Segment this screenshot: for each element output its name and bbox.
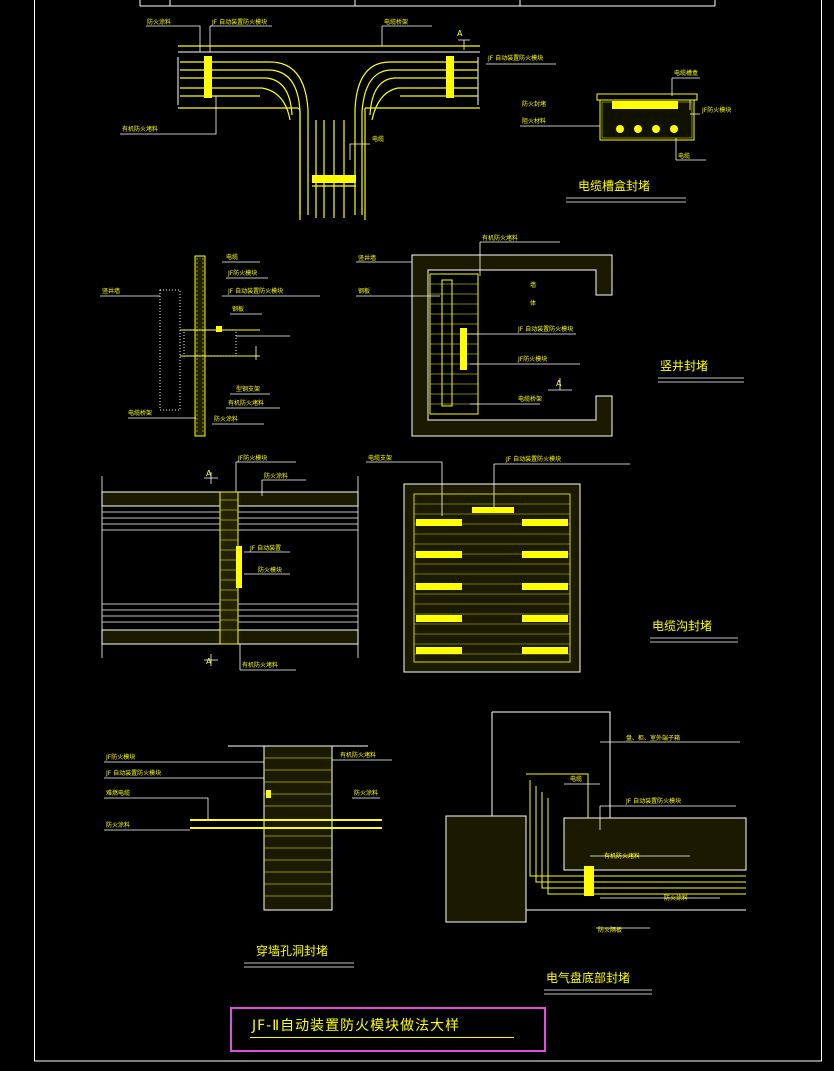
tray-label-cable: 电缆 (372, 135, 384, 143)
tray-label-fire-material: 防火涂料 (147, 18, 171, 26)
shaft-plan-label-steel: 钢板 (358, 287, 370, 295)
wall-hole-detail: JF防火模块 JF 自动装置防火模块 难燃电缆 防火涂料 有机防火堵料 防火涂料… (104, 745, 392, 968)
shaft-plan-label-side-2: 体 (530, 299, 536, 307)
trench-label-bottom: 有机防火堵料 (242, 661, 278, 669)
wall-hole-label-4: 防火涂料 (106, 821, 130, 829)
shaft-label-paint: 防火涂料 (214, 415, 238, 423)
trough-label-fill-2: 阻火材料 (522, 117, 546, 125)
trench-plan-caption: 电缆沟封堵 (652, 619, 712, 633)
panel-label-board: 防火隔板 (598, 926, 622, 934)
trench-label-top: JF防火模块 (237, 454, 267, 462)
shaft-label-shaft: 竖井墙 (102, 287, 120, 295)
shaft-label-plate: 钢板 (232, 305, 244, 313)
shaft-label-module: JF防火模块 (227, 269, 257, 277)
wall-hole-label-2: JF 自动装置防火模块 (105, 769, 161, 777)
shaft-plan-label-top: 有机防火堵料 (482, 234, 518, 242)
trench-label-paint: 防火涂料 (264, 472, 288, 480)
trough-label-module: JF防火模块 (701, 106, 731, 114)
sheet-title-frame: JF-Ⅱ自动装置防火模块做法大样 (230, 1007, 546, 1052)
shaft-label-cable: 电缆 (226, 253, 238, 261)
tray-label-fireproof-sealant: 有机防火堵料 (122, 125, 158, 133)
wall-hole-label-1: JF防火模块 (105, 753, 135, 761)
tray-section-mark: A (457, 29, 463, 38)
panel-label-cable: 电缆 (570, 775, 582, 783)
panel-caption: 电气盘底部封堵 (546, 970, 630, 985)
trench-label-module: 防火模块 (258, 566, 282, 574)
trench-section-detail: JF防火模块 防火涂料 JF 自动装置 防火模块 有机防火堵料 A A (101, 454, 359, 671)
shaft-label-steel: 型钢支架 (236, 385, 260, 393)
shaft-label-tray: 电缆桥架 (128, 409, 152, 417)
shaft-label-mortar: 有机防火堵料 (228, 399, 264, 407)
trough-label-fill-1: 防火封堵 (522, 100, 546, 108)
panel-label-top: 盘、柜、室外端子箱 (626, 734, 680, 742)
shaft-plan-caption: 竖井封堵 (660, 359, 708, 373)
trench-plan-label-auto: JF 自动装置防火模块 (505, 455, 561, 463)
sheet-title-underline (250, 1037, 514, 1038)
trough-label-trough: 电缆槽盒 (674, 69, 698, 77)
trench-section-mark-top: A (206, 469, 212, 478)
shaft-plan-section-mark: A (556, 379, 562, 388)
shaft-plan-label-wall: 竖井墙 (358, 254, 376, 262)
shaft-label-auto-module: JF 自动装置防火模块 (227, 287, 283, 295)
sheet-border (34, 0, 822, 1062)
shaft-section-detail: 电缆 JF防火模块 JF 自动装置防火模块 钢板 竖井墙 型钢支架 有机防火堵料… (100, 253, 320, 437)
panel-label-paint: 防火涂料 (664, 894, 688, 902)
shaft-plan-label-tray: 电缆桥架 (518, 395, 542, 403)
tray-label-cable-tray: 电缆桥架 (384, 18, 408, 26)
trough-label-cable: 电缆 (678, 152, 690, 160)
cable-trough-box-detail: 电缆槽盒 防火封堵 阻火材料 JF防火模块 电缆 电缆槽盒封堵 (520, 69, 731, 203)
panel-label-auto: JF 自动装置防火模块 (625, 797, 681, 805)
wall-hole-label-r1: 有机防火堵料 (340, 751, 376, 759)
panel-bottom-detail: 盘、柜、室外端子箱 电缆 JF 自动装置防火模块 有机防火堵料 防火涂料 防火隔… (445, 711, 747, 995)
tray-label-auto-module-top: JF 自动装置防火模块 (211, 18, 267, 26)
trench-label-auto: JF 自动装置 (249, 544, 281, 552)
shaft-plan-label-module: JF防火模块 (517, 355, 547, 363)
tray-t-junction-detail: 防火涂料 JF 自动装置防火模块 电缆桥架 JF 自动装置防火模块 有机防火堵料… (120, 18, 556, 220)
tray-label-auto-module-right: JF 自动装置防火模块 (487, 54, 543, 62)
shaft-plan-label-auto: JF 自动装置防火模块 (517, 325, 573, 333)
shaft-plan-label-side-1: 墙 (530, 281, 536, 289)
panel-label-organic: 有机防火堵料 (604, 852, 640, 860)
shaft-plan-detail: 有机防火堵料 竖井墙 钢板 墙 体 JF 自动装置防火模块 JF防火模块 电缆桥… (356, 234, 744, 437)
top-strip (139, 0, 716, 7)
sheet-title: JF-Ⅱ自动装置防火模块做法大样 (252, 1018, 461, 1034)
wall-hole-caption: 穿墙孔洞封堵 (256, 943, 328, 958)
trench-plan-detail: 电缆支架 JF 自动装置防火模块 电缆沟封堵 (366, 454, 738, 673)
trench-section-mark-bottom: A (206, 657, 212, 666)
trough-caption: 电缆槽盒封堵 (578, 178, 650, 193)
trench-plan-label-support: 电缆支架 (368, 454, 392, 462)
wall-hole-label-3: 难燃电缆 (106, 789, 130, 797)
wall-hole-label-r2: 防火涂料 (354, 789, 378, 797)
